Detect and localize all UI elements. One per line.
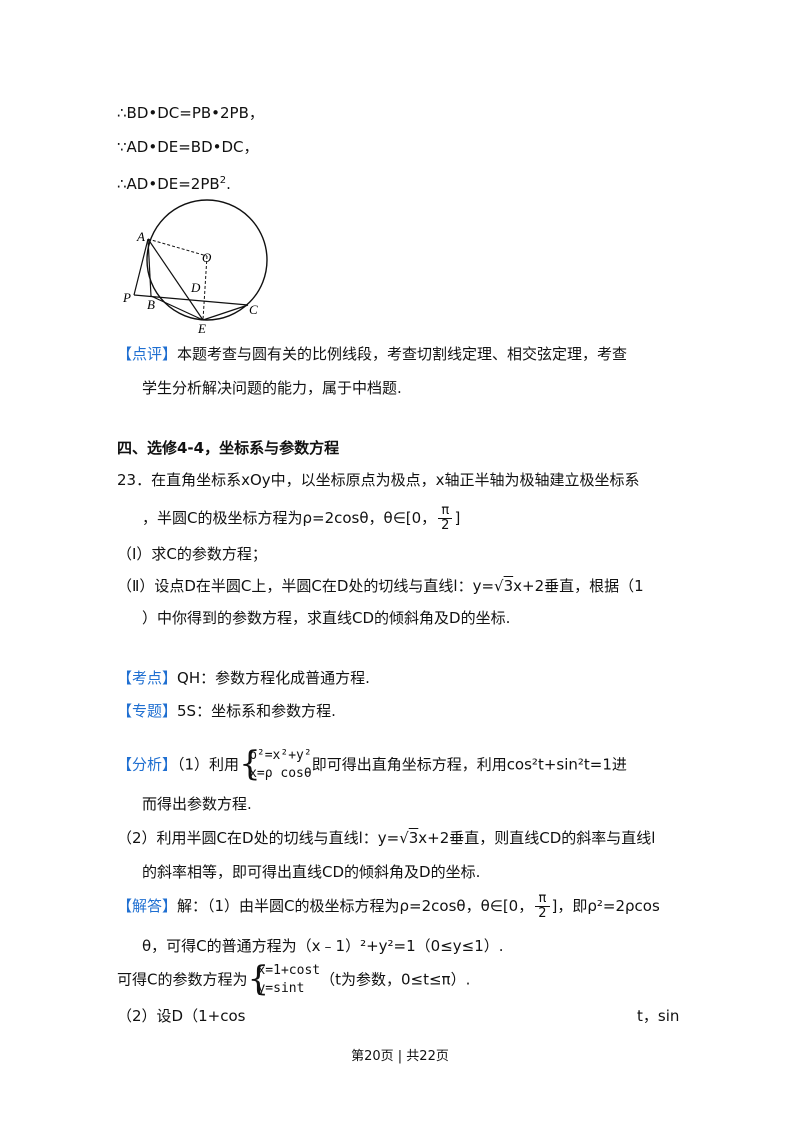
- label-p: P: [122, 290, 131, 305]
- kaodian-tag: 【考点】: [117, 669, 178, 687]
- proof-line-1: ∴BD•DC=PB•2PB，: [117, 104, 264, 122]
- fenxi-sys-line-2: x=ρ cosθ: [249, 766, 312, 781]
- segment-ec: [202, 304, 249, 321]
- fenxi-text-b: 即可得出直角坐标方程，利用cos²t+sin²t=1进: [311, 755, 627, 774]
- fenxi-tag: 【分析】: [117, 755, 178, 774]
- jieda-line-4: （2）设D（1+cos: [117, 1007, 246, 1025]
- review-line-2: 学生分析解决问题的能力，属于中档题.: [142, 379, 402, 397]
- section-title: 四、选修4-4，坐标系与参数方程: [117, 439, 340, 457]
- jieda-line-2: θ，可得C的普通方程为（x﹣1）²+y²=1（0≤y≤1）.: [142, 937, 504, 955]
- fraction-denominator-2: 2: [538, 906, 547, 921]
- page-footer: 第20页 | 共22页: [351, 1049, 449, 1064]
- jieda-sys-line-1: x=1+cost: [257, 963, 321, 978]
- label-o: O: [202, 250, 212, 265]
- jieda-text-a: 解：（1）由半圆C的极坐标方程为ρ=2cosθ，θ∈[0，: [177, 897, 534, 915]
- proof-line-3-sup: 2: [219, 175, 227, 186]
- problem-part-2-cont: ）中你得到的参数方程，求直线CD的倾斜角及D的坐标.: [142, 609, 511, 627]
- segment-ao: [147, 238, 208, 257]
- jieda-text-b: ]，即ρ²=2ρcos: [551, 897, 660, 915]
- jieda-equation-system: {x=1+cost y=sint: [247, 962, 320, 998]
- jieda-tag: 【解答】: [117, 897, 178, 915]
- label-d: D: [190, 280, 201, 295]
- sqrt-symbol-2: √: [399, 829, 409, 847]
- kaodian-text: QH：参数方程化成普通方程.: [177, 669, 370, 687]
- geometry-figure: A O D P B C E: [122, 199, 268, 336]
- fenxi-text-a: （1）利用: [177, 755, 240, 774]
- fraction-numerator-2: π: [535, 892, 550, 907]
- problem-part-2-text: （Ⅱ）设点D在半圆C上，半圆C在D处的切线与直线l：y=: [117, 577, 495, 595]
- zhuanti-text: 5S：坐标系和参数方程.: [177, 702, 336, 720]
- jieda-line-4-right: t，sin: [637, 1007, 680, 1025]
- problem-line-2-text: ，半圆C的极坐标方程为ρ=2cosθ，θ∈[0，: [142, 509, 437, 527]
- jieda-text-d: 可得C的参数方程为: [117, 970, 248, 989]
- brace-icon-2: {: [247, 959, 270, 999]
- sqrt-symbol: √: [494, 577, 504, 595]
- label-a: A: [136, 229, 145, 244]
- label-b: B: [147, 297, 155, 312]
- jieda-text-e: （t为参数，0≤t≤π）.: [320, 970, 471, 989]
- proof-line-3-end: .: [226, 175, 231, 193]
- review-tag: 【点评】: [117, 345, 178, 363]
- jieda-sys-line-2: y=sint: [257, 981, 305, 996]
- fraction-numerator: π: [438, 504, 453, 519]
- segment-ab: [147, 238, 152, 297]
- sqrt-radicand-2: 3: [408, 829, 419, 847]
- fenxi-line-4: 的斜率相等，即可得出直线CD的倾斜角及D的坐标.: [142, 863, 481, 881]
- label-e: E: [197, 321, 206, 336]
- label-c: C: [249, 302, 258, 317]
- problem-line-1: 23．在直角坐标系xOy中，以坐标原点为极点，x轴正半轴为极轴建立极坐标系: [117, 471, 640, 489]
- fenxi-line-2: 而得出参数方程.: [142, 795, 252, 813]
- proof-line-2: ∵AD•DE=BD•DC，: [117, 138, 259, 156]
- proof-line-3: ∴AD•DE=2PB2.: [117, 171, 231, 194]
- segment-pa: [133, 238, 149, 296]
- fraction-denominator: 2: [441, 518, 450, 533]
- zhuanti-line: 【专题】5S：坐标系和参数方程.: [117, 701, 336, 721]
- problem-part-2: （Ⅱ）设点D在半圆C上，半圆C在D处的切线与直线l：y=√3x+2垂直，根据（1: [117, 576, 644, 596]
- brace-icon: {: [239, 744, 261, 784]
- circle-o: [146, 199, 268, 321]
- segment-ae: [147, 238, 204, 321]
- problem-part-2-end: x+2垂直，根据（1: [513, 577, 644, 595]
- kaodian-line: 【考点】QH：参数方程化成普通方程.: [117, 668, 370, 688]
- sqrt-radicand: 3: [503, 577, 514, 595]
- fenxi-text-e: x+2垂直，则直线CD的斜率与直线l: [418, 829, 656, 847]
- fenxi-text-d: （2）利用半圆C在D处的切线与直线l：y=: [117, 829, 400, 847]
- proof-line-3-text: ∴AD•DE=2PB: [117, 175, 220, 193]
- fenxi-equation-system: {ρ²=x²+y² x=ρ cosθ: [239, 747, 312, 783]
- zhuanti-tag: 【专题】: [117, 702, 178, 720]
- fenxi-sys-line-1: ρ²=x²+y²: [249, 748, 312, 763]
- fenxi-line-3: （2）利用半圆C在D处的切线与直线l：y=√3x+2垂直，则直线CD的斜率与直线…: [117, 828, 655, 848]
- segment-be: [150, 295, 204, 321]
- problem-line-2-end: ]: [454, 509, 461, 527]
- jieda-line-3: 可得C的参数方程为{x=1+cost y=sint （t为参数，0≤t≤π）.: [117, 962, 470, 998]
- problem-part-1: （Ⅰ）求C的参数方程；: [117, 545, 267, 563]
- review-line-1: 【点评】本题考查与圆有关的比例线段，考查切割线定理、相交弦定理，考查: [117, 344, 627, 364]
- review-text-1: 本题考查与圆有关的比例线段，考查切割线定理、相交弦定理，考查: [177, 345, 628, 363]
- segment-oe: [202, 255, 208, 321]
